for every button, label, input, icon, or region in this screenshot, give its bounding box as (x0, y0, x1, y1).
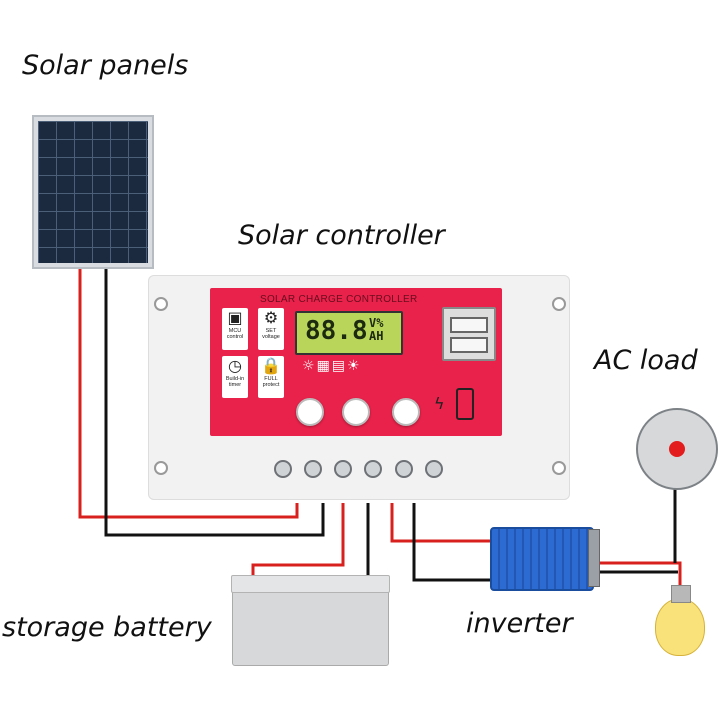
mcu-control-key: ▣ MCU control (222, 308, 248, 350)
terminal-screw (334, 460, 352, 478)
solar-controller-label: Solar controller (238, 220, 445, 251)
usb-port (450, 317, 488, 333)
phone-icon (456, 388, 474, 420)
storage-battery-image (231, 575, 390, 666)
up-button[interactable] (342, 398, 370, 426)
timer-text: Build-in timer (225, 376, 245, 388)
controller-title: SOLAR CHARGE CONTROLLER (260, 294, 418, 305)
set-voltage-key: ⚙ SET voltage (258, 308, 284, 350)
protect-key: 🔒 FULL protect (258, 356, 284, 398)
mount-hole (552, 297, 566, 311)
panel-icon: ▦ (316, 358, 332, 374)
mount-hole (552, 461, 566, 475)
mount-hole (154, 461, 168, 475)
ac-load-label: AC load (594, 345, 698, 376)
battery-icon: ▤ (331, 358, 348, 374)
protect-text: FULL protect (262, 376, 280, 388)
terminal-screw (395, 460, 413, 478)
battery-positive-wire (251, 503, 345, 583)
lightning-icon: ϟ (434, 394, 445, 413)
inverter-image (490, 527, 600, 591)
lcd-digits: 88.8 (305, 316, 368, 346)
solar-panel-image (32, 115, 154, 269)
terminal-screw (304, 460, 322, 478)
bulb-icon: ☀ (347, 358, 362, 374)
solar-panels-label: Solar panels (22, 50, 189, 81)
inverter-label: inverter (466, 608, 573, 639)
fan-image (636, 408, 718, 490)
terminal-screw (425, 460, 443, 478)
chip-icon: ▣ (227, 308, 243, 327)
sun-icon: ☼ (302, 358, 317, 374)
terminal-screw (364, 460, 382, 478)
timer-key: ◷ Build-in timer (222, 356, 248, 398)
inverter-endcap (588, 529, 600, 587)
lock-icon: 🔒 (261, 356, 281, 375)
inverter-positive-wire (390, 503, 490, 543)
charge-controller: SOLAR CHARGE CONTROLLER ▣ MCU control ⚙ … (148, 275, 570, 500)
lcd-unit-bottom: AH (369, 329, 384, 343)
usb-ports (442, 307, 496, 361)
storage-battery-label: storage battery (2, 612, 212, 643)
clock-icon: ◷ (228, 356, 242, 375)
fan-hub (669, 441, 685, 457)
bulb-base (671, 585, 691, 603)
battery-lid (231, 575, 390, 593)
lcd-unit-top: V% (369, 316, 384, 330)
status-icons-row: ☼▦▤☀ (302, 358, 362, 374)
ac-output-wire-red (598, 561, 682, 585)
lcd-display: 88.8 V% AH (295, 311, 403, 355)
menu-button[interactable] (296, 398, 324, 426)
gear-icon: ⚙ (263, 308, 279, 327)
inverter-negative-wire (412, 503, 490, 582)
mount-hole (154, 297, 168, 311)
light-bulb-image (655, 585, 705, 656)
mcu-control-text: MCU control (226, 328, 244, 340)
set-voltage-text: SET voltage (262, 328, 280, 340)
controller-faceplate: SOLAR CHARGE CONTROLLER ▣ MCU control ⚙ … (210, 288, 502, 436)
usb-port (450, 337, 488, 353)
lcd-unit: V% AH (369, 317, 383, 343)
panel-positive-wire (78, 265, 299, 519)
solar-cells (38, 121, 148, 263)
down-button[interactable] (392, 398, 420, 426)
terminal-screw (274, 460, 292, 478)
panel-negative-wire (104, 265, 325, 537)
